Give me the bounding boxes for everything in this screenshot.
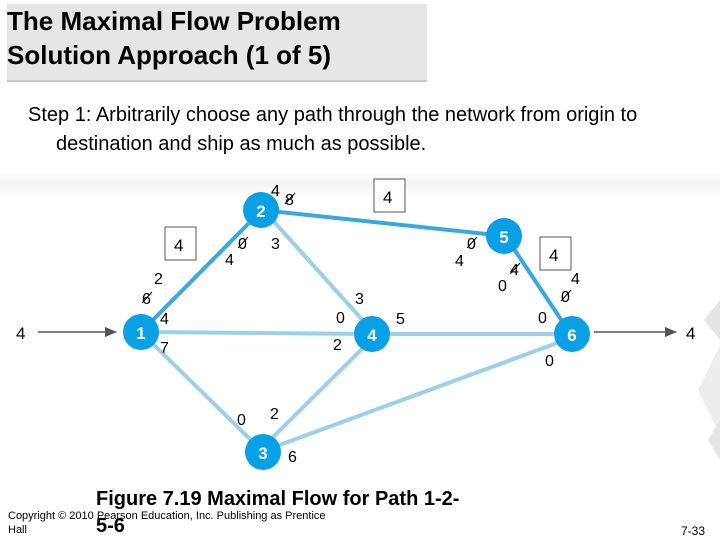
figure-caption-continued: 5-6	[96, 515, 125, 537]
cap-5-down-old: 4	[510, 262, 519, 279]
node-3: 3	[245, 434, 281, 470]
figure-caption: Figure 7.19 Maximal Flow for Path 1-2-	[96, 488, 460, 510]
cap-5-left-new: 4	[455, 253, 464, 270]
node-6-label: 6	[567, 326, 576, 345]
edge-1-2	[145, 216, 256, 328]
flow-box-1-2-value: 4	[174, 236, 183, 255]
node-2: 2	[243, 192, 279, 228]
source-flow-label: 4	[16, 324, 25, 343]
title-line-1: The Maximal Flow Problem	[7, 6, 341, 36]
title-line-2: Solution Approach (1 of 5)	[7, 40, 332, 70]
cap-4-up: 3	[355, 291, 364, 308]
cap-2-right-new: 4	[271, 183, 280, 200]
flow-box-1-2	[164, 226, 197, 261]
edge-2-4	[265, 212, 369, 327]
node-5: 5	[486, 218, 522, 254]
cap-5-left-old: 0	[467, 236, 476, 253]
cap-1-up-old: 6	[142, 291, 151, 308]
node-6: 6	[554, 316, 590, 352]
node-1-label: 1	[136, 324, 145, 343]
edge-1-3	[145, 336, 261, 450]
cap-6-left: 0	[538, 310, 547, 327]
capacity-labels: 8 4 0 4 3 0 4 4 0 2 6 4 7 3 0 5 2 4 0 0 …	[141, 183, 580, 466]
node-2-label: 2	[256, 202, 265, 221]
node-4-label: 4	[367, 326, 377, 345]
node-4-circle	[354, 316, 390, 352]
cap-6-right-new: 4	[571, 271, 580, 288]
node-2-circle	[243, 192, 279, 228]
node-1: 1	[123, 314, 159, 350]
cap-2-to-4: 3	[271, 236, 280, 253]
cap-1-up-new: 2	[154, 271, 163, 288]
flow-box-5-6	[539, 236, 572, 271]
slide-number: 7-33	[680, 524, 705, 538]
ribbon-shape	[704, 300, 720, 340]
cap-strike	[237, 236, 249, 249]
edge-5-6	[508, 241, 568, 329]
cap-4-left-top: 0	[336, 310, 345, 327]
cap-4-right: 5	[396, 311, 405, 328]
ribbon-shape	[698, 345, 720, 435]
ribbon-shape	[708, 420, 720, 460]
flow-box-2-5	[373, 178, 406, 213]
cap-3-top-left: 0	[237, 412, 246, 429]
edge-1-4	[146, 330, 374, 336]
cap-2-right-old: 8	[285, 192, 294, 209]
cap-3-right: 6	[288, 449, 297, 466]
slide-title: The Maximal Flow Problem Solution Approa…	[7, 4, 427, 82]
cap-strike	[141, 291, 153, 304]
cap-2-down-old: 0	[238, 236, 247, 253]
cap-6-bottom: 0	[545, 353, 554, 370]
node-6-circle	[554, 316, 590, 352]
node-4: 4	[354, 316, 390, 352]
decorative-ribbon	[698, 300, 720, 460]
node-1-circle	[123, 314, 159, 350]
cap-strike	[466, 236, 478, 249]
copyright-notice: Copyright © 2010 Pearson Education, Inc.…	[8, 509, 368, 537]
cap-strike	[509, 262, 521, 275]
cap-3-top-right: 2	[270, 406, 279, 423]
node-3-label: 3	[258, 444, 267, 463]
copyright-line-2: Hall	[8, 524, 27, 536]
copyright-line-1: Copyright © 2010 Pearson Education, Inc.…	[8, 510, 326, 522]
cap-strike	[560, 289, 572, 302]
cap-6-right-old: 0	[561, 289, 570, 306]
edge-4-3	[262, 338, 373, 448]
cap-5-down-new: 0	[498, 278, 507, 295]
cap-1-down: 7	[160, 340, 169, 357]
cap-4-left-bottom: 2	[333, 337, 342, 354]
sink-flow-label: 4	[686, 324, 695, 343]
cap-1-right: 4	[160, 311, 169, 328]
decorative-band	[0, 170, 720, 200]
step-description: Step 1: Arbitrarily choose any path thro…	[28, 104, 638, 155]
cap-strike	[284, 192, 296, 205]
node-3-circle	[245, 434, 281, 470]
edge-2-5	[260, 208, 506, 238]
cap-2-down-new: 4	[225, 252, 234, 269]
node-5-label: 5	[499, 228, 508, 247]
flow-box-5-6-value: 4	[549, 246, 558, 265]
flow-box-2-5-value: 4	[383, 188, 392, 207]
node-5-circle	[486, 218, 522, 254]
edge-3-6	[265, 337, 569, 452]
